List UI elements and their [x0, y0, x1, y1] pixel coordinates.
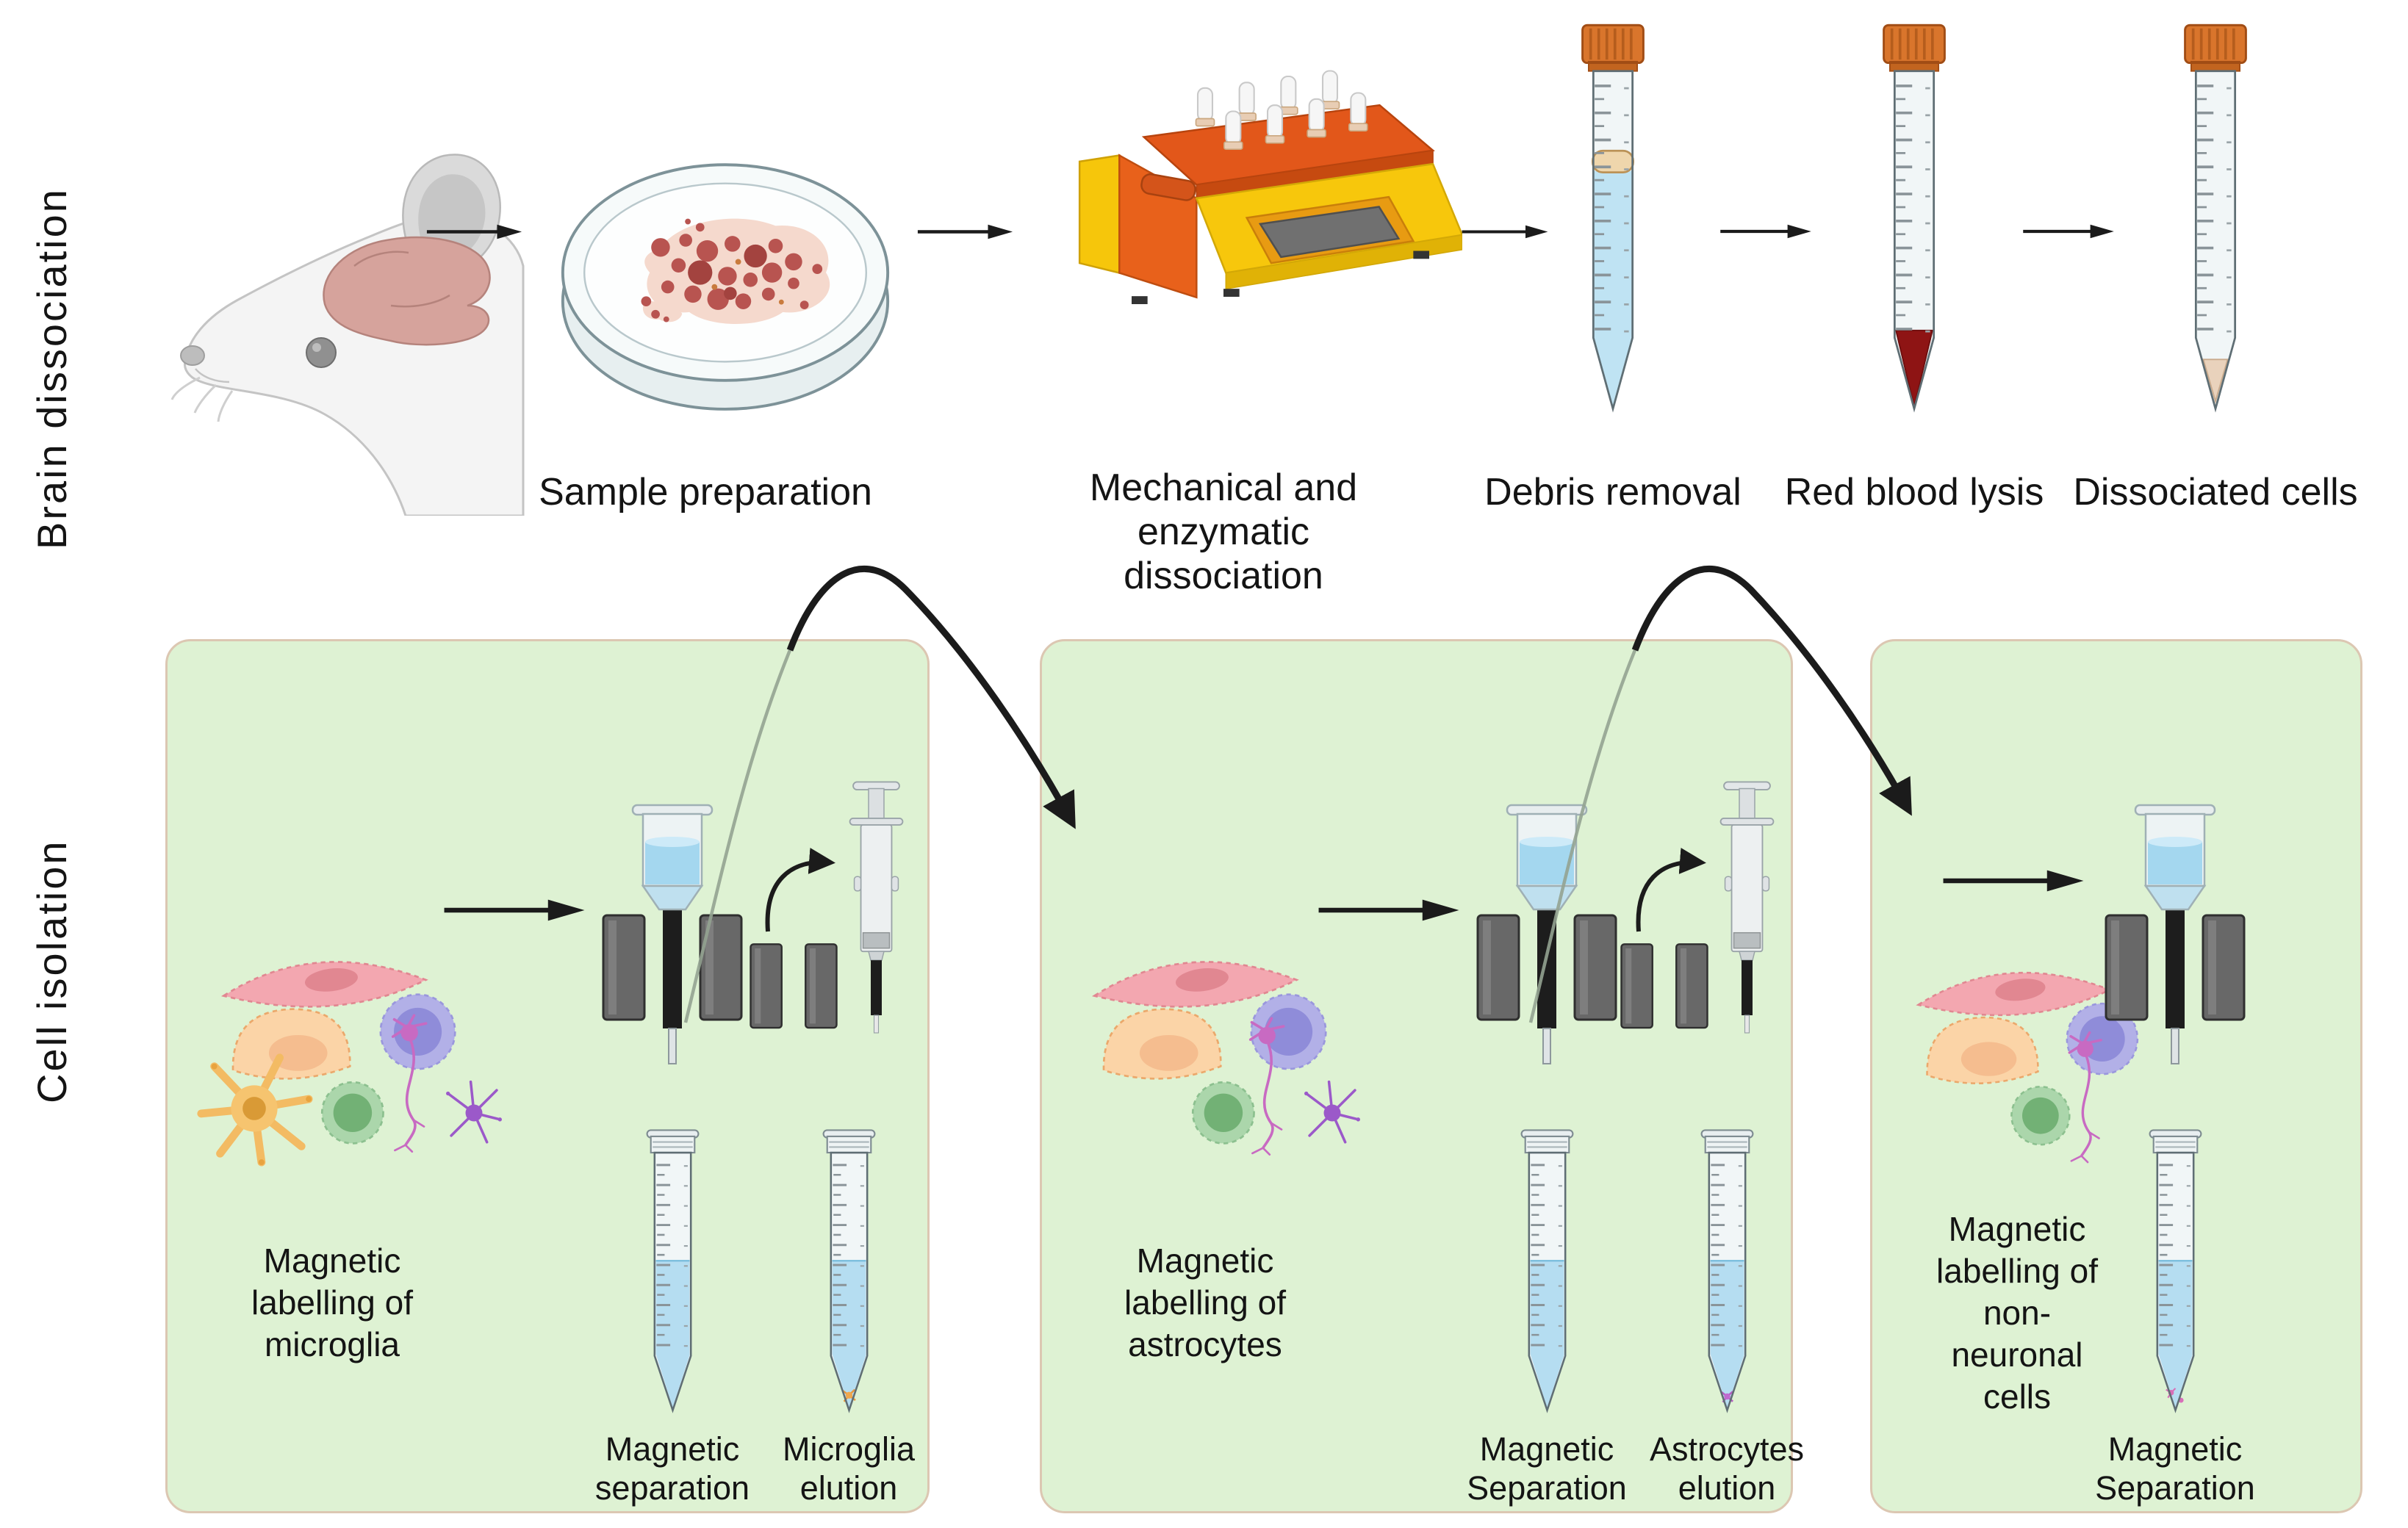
magnet-pair-elution-2: [1617, 942, 1712, 1031]
label-line: labelling of: [1124, 1283, 1286, 1322]
label-line: dissociation: [1124, 555, 1323, 597]
label-line: Separation: [2095, 1469, 2255, 1507]
label-line: labelling of: [1936, 1252, 2098, 1290]
label-sample-preparation: Sample preparation: [539, 471, 872, 513]
label-line: Magnetic: [2107, 1430, 2243, 1468]
label-line: Magnetic: [1479, 1430, 1614, 1468]
open-tube-magnetic-separation-3: [2135, 1128, 2216, 1421]
flow-arrow-dish-to-machine: [918, 225, 1013, 239]
ms-column-with-magnets-1: [592, 799, 753, 1115]
label-line: Magnetic: [1948, 1210, 2086, 1248]
label-line: Magnetic: [1136, 1242, 1274, 1280]
label-debris-removal: Debris removal: [1484, 471, 1742, 513]
dissociator-machine-icon: [1078, 70, 1462, 304]
label-line: enzymatic: [1137, 511, 1310, 553]
label-line: Magnetic: [605, 1430, 740, 1468]
label-red-blood-lysis: Red blood lysis: [1784, 471, 2044, 513]
label-line: separation: [594, 1469, 750, 1507]
label-astrocytes-elution: Astrocytes elution: [1650, 1430, 1804, 1507]
label-microglia-elution: Microglia elution: [783, 1430, 915, 1507]
open-tube-microglia-elution: [808, 1128, 890, 1421]
label-line: Separation: [1467, 1469, 1627, 1507]
label-magnetic-separation-1: Magnetic separation: [595, 1430, 750, 1507]
label-line: Astrocytes: [1649, 1430, 1805, 1468]
flow-arrow-debris-to-lysis: [1720, 225, 1811, 239]
label-line: Magnetic: [263, 1242, 401, 1280]
label-magnetic-labelling-microglia: Magnetic labelling of microglia: [251, 1240, 413, 1366]
cell-cluster-mixed-1: [193, 961, 503, 1199]
ms-column-with-magnets-2: [1466, 799, 1628, 1115]
label-line: Microglia: [782, 1430, 916, 1468]
syringe-elution-1: [838, 779, 915, 1037]
section-title-cell-isolation: Cell isolation: [29, 839, 75, 1104]
flow-arrow-lysis-to-cells: [2023, 225, 2114, 239]
open-tube-magnetic-separation-2: [1506, 1128, 1588, 1421]
label-magnetic-labelling-non-neuronal: Magnetic labelling of non- neuronal cell…: [1936, 1208, 2098, 1418]
syringe-elution-2: [1708, 779, 1786, 1037]
label-magnetic-separation-2: Magnetic Separation: [1467, 1430, 1627, 1507]
capped-tube-dissociated-cells: [2165, 18, 2266, 437]
cell-cluster-mixed-2: [1093, 961, 1362, 1156]
label-line: non-: [1983, 1294, 2052, 1332]
label-mechanical-enzymatic-dissociation: Mechanical and enzymatic dissociation: [1090, 466, 1357, 598]
label-line: labelling of: [251, 1283, 413, 1322]
label-dissociated-cells: Dissociated cells: [2073, 471, 2358, 513]
ms-column-with-magnets-3: [2094, 799, 2256, 1115]
label-line: elution: [799, 1469, 898, 1507]
mouse-head-icon: [170, 154, 525, 516]
petri-dish-icon: [561, 163, 890, 411]
magnet-pair-elution-1: [746, 942, 841, 1031]
label-line: cells: [1983, 1377, 2052, 1416]
flow-arrow-machine-to-tube: [1462, 226, 1548, 239]
open-tube-astrocytes-elution: [1686, 1128, 1768, 1421]
label-magnetic-labelling-astrocytes: Magnetic labelling of astrocytes: [1124, 1240, 1286, 1366]
label-line: Mechanical and: [1089, 466, 1358, 509]
section-title-brain-dissociation: Brain dissociation: [29, 187, 75, 549]
open-tube-magnetic-separation-1: [632, 1128, 714, 1421]
label-line: astrocytes: [1128, 1325, 1282, 1363]
capped-tube-debris-removal: [1562, 18, 1664, 437]
label-line: microglia: [264, 1325, 400, 1363]
label-magnetic-separation-3: Magnetic Separation: [2095, 1430, 2255, 1507]
label-line: neuronal: [1951, 1336, 2083, 1374]
label-line: elution: [1678, 1469, 1776, 1507]
capped-tube-red-blood-lysis: [1863, 18, 1965, 437]
